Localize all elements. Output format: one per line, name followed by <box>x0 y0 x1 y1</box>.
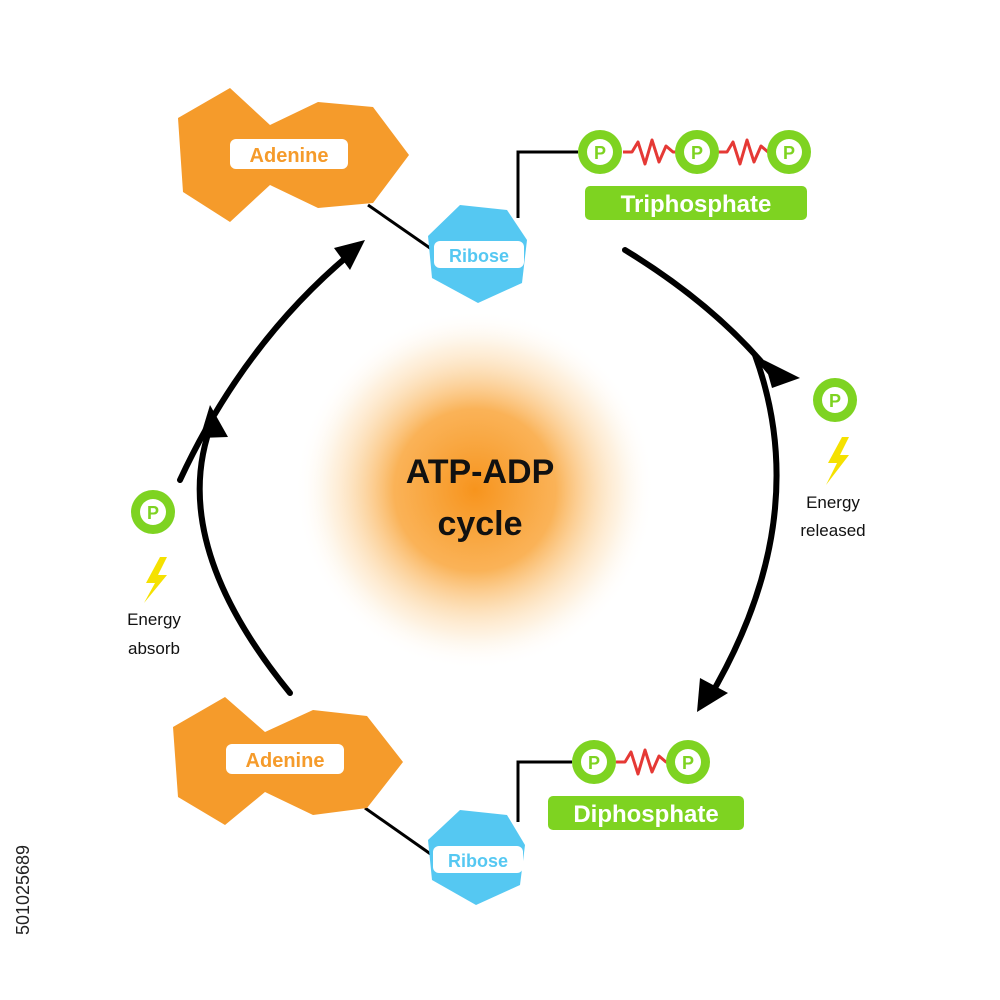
title-line1: ATP-ADP <box>406 453 555 491</box>
ribose-label-box <box>433 846 523 873</box>
adenine-ribose-bond <box>367 203 441 257</box>
energy-released-line1: Energy <box>806 493 860 512</box>
adenine-label: Adenine <box>246 750 325 772</box>
cycle-arrows <box>177 247 780 703</box>
lightning-icon <box>144 557 167 603</box>
phosphate-3: P <box>767 130 811 174</box>
phosphate-1: P <box>578 130 622 174</box>
diphosphate-label: Diphosphate <box>573 801 718 828</box>
ribose-phosphate-bond <box>516 150 578 218</box>
energy-absorb-line2: absorb <box>128 639 180 658</box>
phosphate-label: P <box>691 143 703 163</box>
arrow-right-main <box>705 352 780 703</box>
high-energy-bond <box>616 748 673 776</box>
phosphate-1: P <box>572 740 616 784</box>
triphosphate-label: Triphosphate <box>621 191 772 218</box>
ribose-label-box <box>434 241 524 268</box>
energy-released: P Energy released <box>800 378 866 540</box>
arrow-icon <box>764 360 800 388</box>
ribose-label: Ribose <box>449 246 509 266</box>
adenine-label-box <box>230 139 348 169</box>
adp-molecule: Adenine Ribose P P Diphosphate <box>173 697 744 905</box>
phosphate-label: P <box>682 753 694 773</box>
arrow-right-top <box>622 247 773 375</box>
phosphate-label: P <box>588 753 600 773</box>
high-energy-bond <box>623 138 680 166</box>
triphosphate-box <box>585 186 807 220</box>
phosphate-2: P <box>666 740 710 784</box>
adenine-label: Adenine <box>250 145 329 167</box>
ribose-label: Ribose <box>448 851 508 871</box>
energy-absorbed: P Energy absorb <box>127 490 181 658</box>
ribose-phosphate-bond <box>516 760 572 822</box>
title-line2: cycle <box>437 505 522 543</box>
arrow-icon <box>697 678 728 712</box>
energy-absorb-line1: Energy <box>127 610 181 629</box>
diphosphate-box <box>548 796 744 830</box>
center-glow <box>295 310 655 670</box>
stock-id: 501025689 <box>13 845 33 935</box>
phosphate-label: P <box>783 143 795 163</box>
phosphate-label: P <box>147 503 159 523</box>
phosphate-label: P <box>594 143 606 163</box>
arrow-left-top <box>177 247 358 483</box>
arrow-icon <box>334 240 365 270</box>
adenine-ribose-bond <box>364 806 433 857</box>
arrow-heads <box>200 240 800 712</box>
high-energy-bond <box>718 138 775 166</box>
adenine-label-box <box>226 744 344 774</box>
arrow-icon <box>200 405 228 438</box>
energy-released-line2: released <box>800 521 865 540</box>
phosphate-2: P <box>675 130 719 174</box>
lightning-icon <box>826 437 849 485</box>
atp-molecule: Adenine Ribose P P P Triphosphate <box>178 88 811 303</box>
phosphate-label: P <box>829 391 841 411</box>
arrow-left-main <box>196 417 293 696</box>
